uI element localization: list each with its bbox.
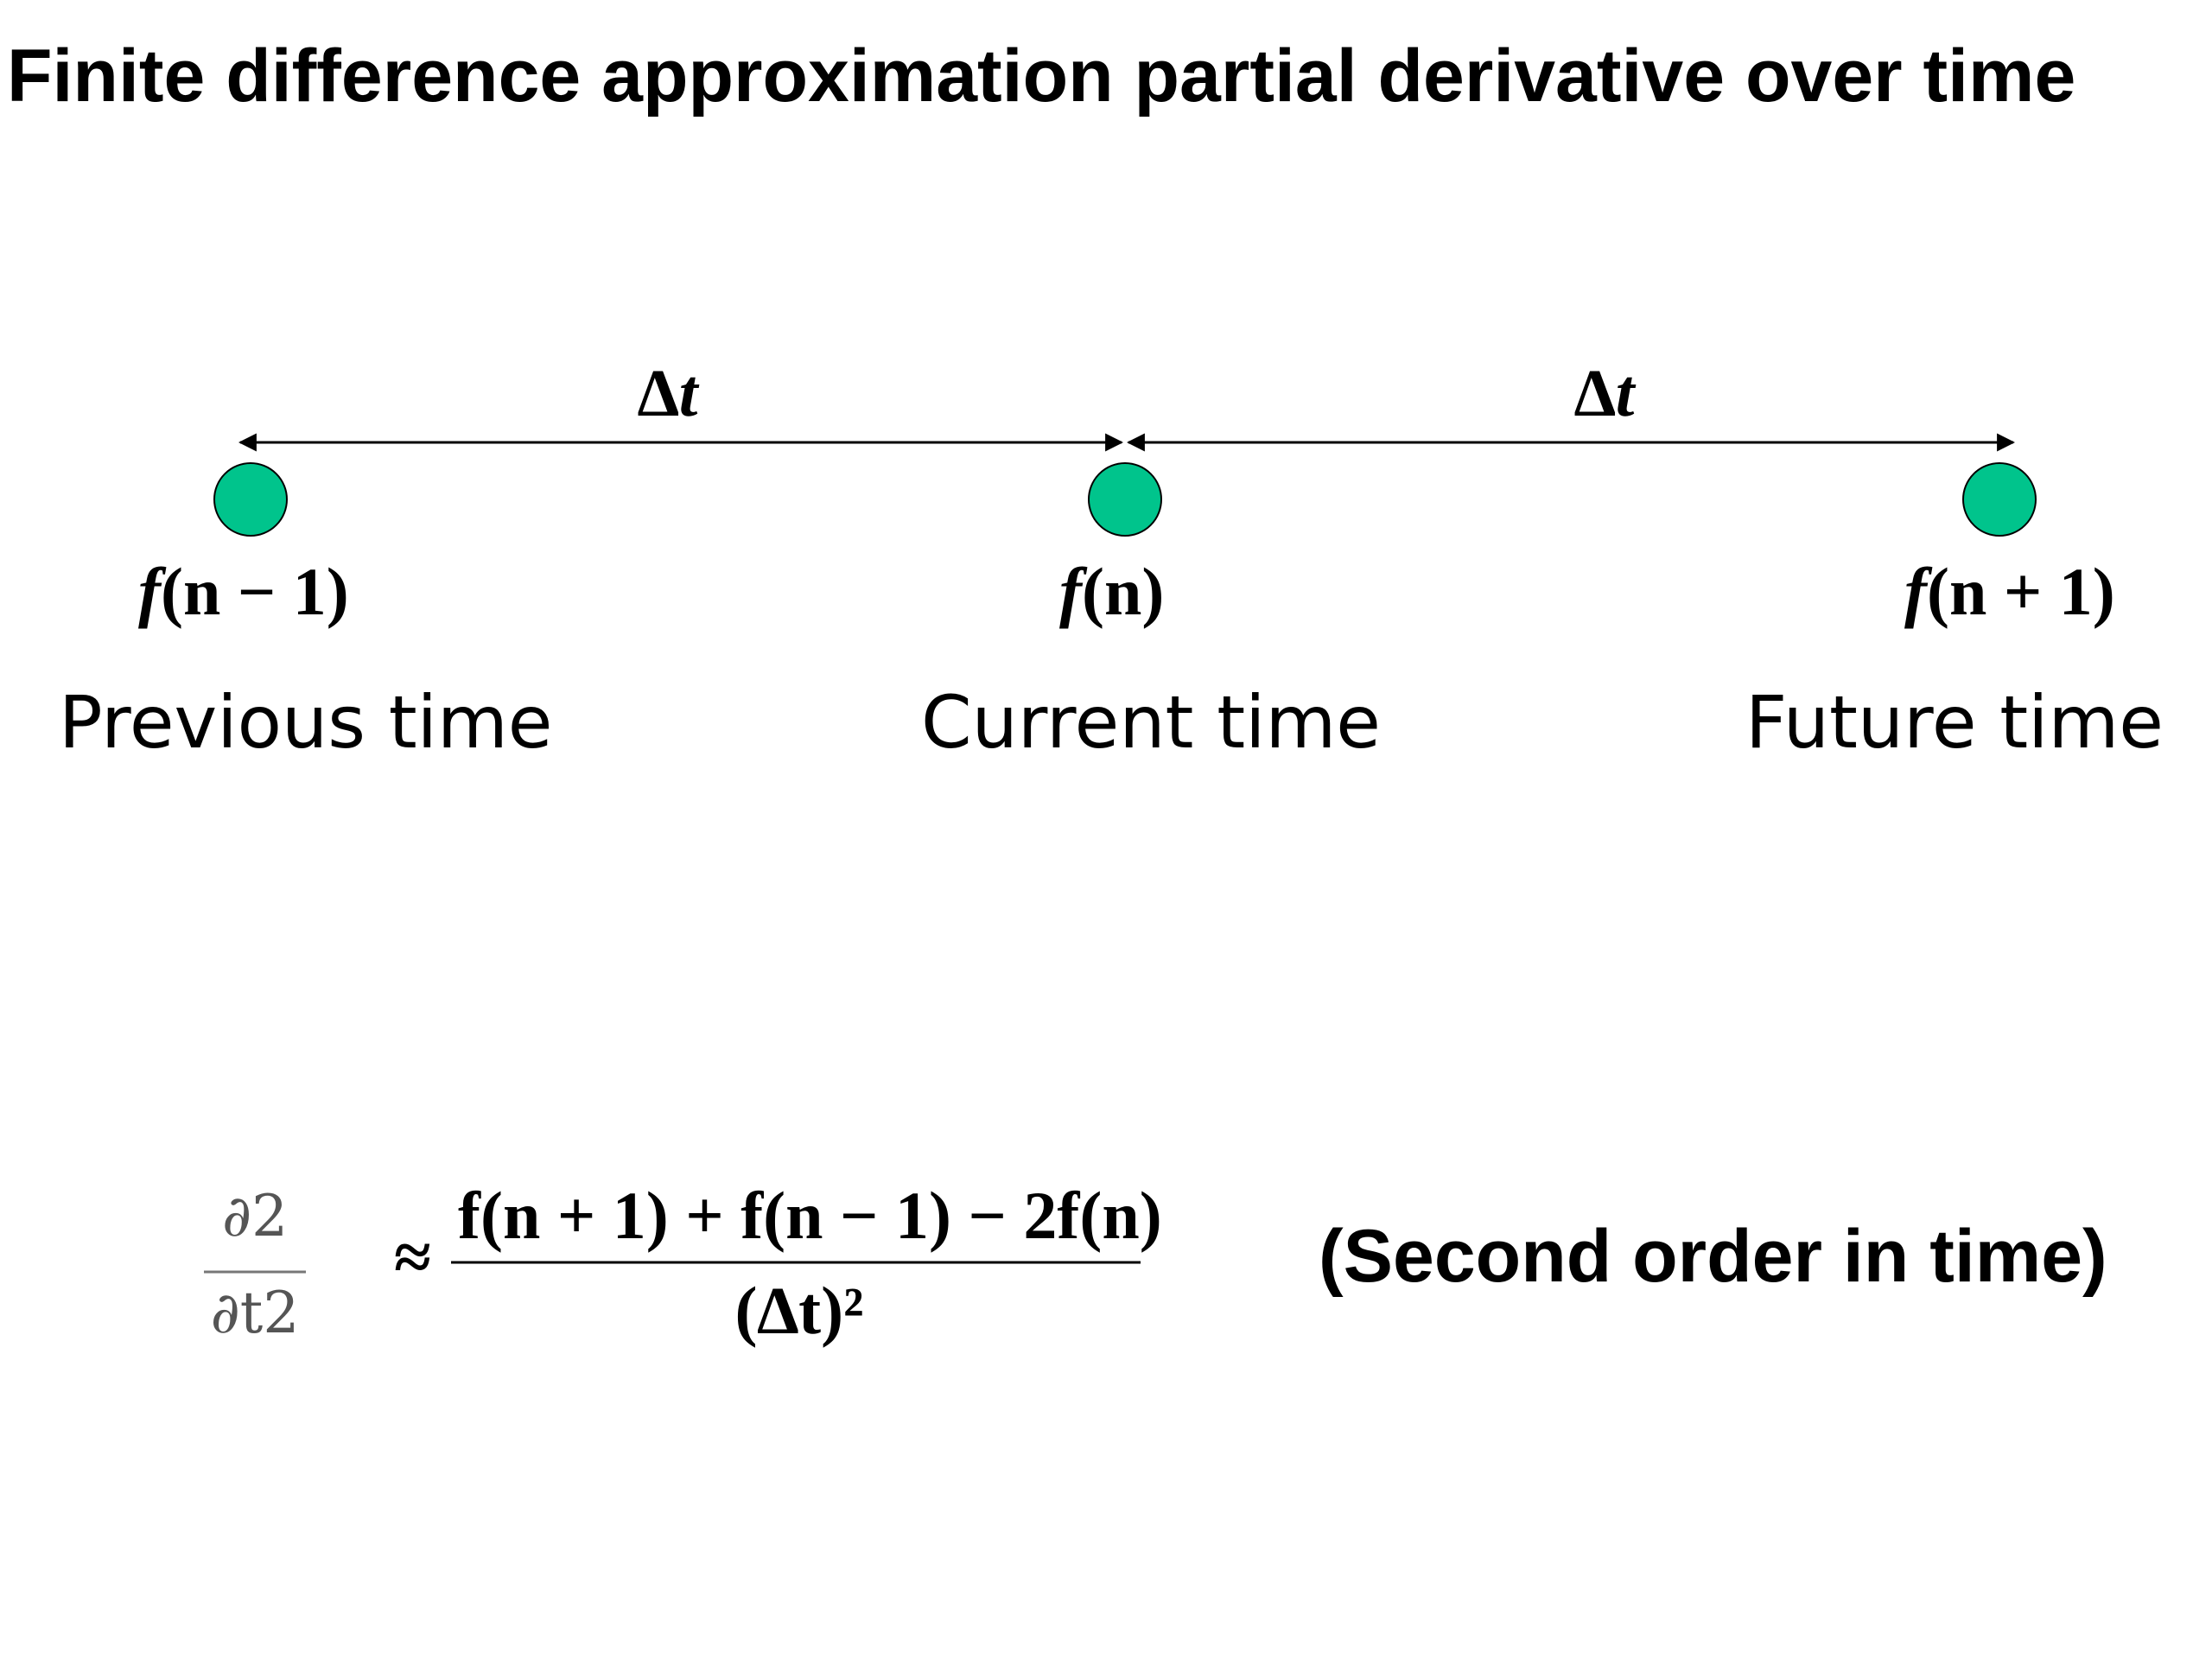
order-note: (Second order in time) [1319, 1215, 2107, 1298]
formula-numerator: f(n + 1) + f(n − 1) − 2f(n) [458, 1178, 1162, 1253]
interval-label-left: ∆t [638, 354, 697, 432]
function-args: (n − 1) [160, 554, 349, 629]
node-future [1962, 462, 2037, 537]
function-symbol: f [138, 554, 161, 629]
value-current: f(n) [1059, 553, 1164, 631]
node-current [1088, 462, 1162, 537]
operator-denominator: ∂t2 [210, 1280, 300, 1346]
formula-denominator: (∆t)² [734, 1273, 864, 1348]
function-symbol: f [1059, 554, 1082, 629]
label-current-time: Current time [921, 680, 1381, 765]
delta-symbol: ∆ [638, 355, 679, 430]
value-previous: f(n − 1) [138, 553, 349, 631]
function-args: (n) [1081, 554, 1165, 629]
approx-symbol: ≈ [394, 1219, 431, 1294]
interval-label-right: ∆t [1574, 354, 1634, 432]
interval-var: t [678, 355, 698, 430]
delta-symbol: ∆ [1574, 355, 1616, 430]
function-symbol: f [1904, 554, 1927, 629]
operator-numerator: ∂2 [221, 1183, 289, 1249]
label-previous-time: Previous time [59, 680, 553, 765]
interval-var: t [1615, 355, 1635, 430]
value-future: f(n + 1) [1904, 553, 2115, 631]
node-previous [213, 462, 288, 537]
function-args: (n + 1) [1926, 554, 2115, 629]
page-title: Finite difference approximation partial … [7, 35, 2076, 118]
label-future-time: Future time [1745, 680, 2164, 765]
